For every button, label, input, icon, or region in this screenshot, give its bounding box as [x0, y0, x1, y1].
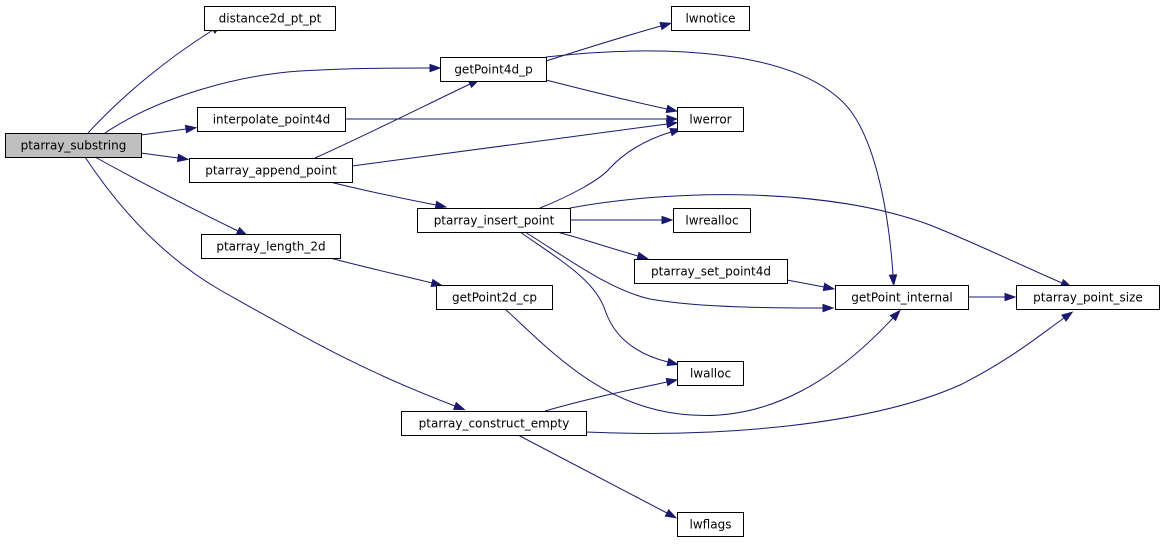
edge-ptarray_substring-to-ptarray_append_point: [140, 152, 190, 163]
arrowhead-icon: [184, 124, 198, 134]
node-box: [673, 208, 751, 233]
node-ptarray_append_point[interactable]: ptarray_append_point: [189, 158, 353, 183]
node-box: [1016, 285, 1160, 310]
arrowhead-icon: [636, 251, 650, 261]
node-box: [401, 411, 587, 436]
node-label: getPoint_internal: [851, 291, 953, 305]
edge-ptarray_construct_empty-to-lwalloc: [544, 377, 679, 412]
node-ptarray_set_point4d[interactable]: ptarray_set_point4d: [634, 259, 788, 284]
edge-getPoint_internal-to-ptarray_point_size: [968, 292, 1017, 302]
node-label: interpolate_point4d: [213, 113, 331, 127]
node-label: lwerror: [689, 113, 731, 127]
arrowhead-icon: [889, 309, 901, 322]
node-lwalloc[interactable]: lwalloc: [677, 361, 744, 386]
node-box: [677, 361, 744, 386]
node-box: [417, 208, 571, 233]
node-ptarray_length_2d[interactable]: ptarray_length_2d: [201, 234, 341, 259]
node-label: ptarray_set_point4d: [651, 265, 771, 279]
edge-ptarray_length_2d-to-getPoint2d_cp: [329, 257, 444, 288]
edge-getPoint4d_p-to-getPoint_internal: [545, 50, 898, 287]
edge-ptarray_substring-to-ptarray_construct_empty: [84, 156, 466, 411]
node-getPoint_internal[interactable]: getPoint_internal: [835, 285, 969, 310]
node-label: lwnotice: [685, 12, 735, 26]
node-box: [634, 259, 788, 284]
node-label: lwalloc: [690, 367, 731, 381]
arrowhead-icon: [822, 282, 836, 292]
edge-ptarray_substring-to-getPoint4d_p: [104, 63, 442, 134]
node-ptarray_point_size[interactable]: ptarray_point_size: [1016, 285, 1160, 310]
node-lwnotice[interactable]: lwnotice: [671, 6, 750, 31]
node-box: [5, 133, 142, 158]
node-label: ptarray_construct_empty: [419, 417, 570, 431]
edge-getPoint4d_p-to-lwerror: [545, 79, 679, 114]
edge-ptarray_set_point4d-to-getPoint_internal: [786, 279, 836, 292]
node-box: [677, 512, 744, 537]
arrowhead-icon: [888, 274, 898, 287]
node-distance2d_pt_pt[interactable]: distance2d_pt_pt: [204, 6, 336, 31]
node-getPoint2d_cp[interactable]: getPoint2d_cp: [436, 285, 553, 310]
node-label: ptarray_point_size: [1033, 291, 1143, 305]
arrowhead-icon: [429, 63, 442, 73]
node-box: [204, 6, 336, 31]
arrowhead-icon: [665, 377, 679, 387]
node-box: [197, 107, 346, 132]
arrowhead-icon: [822, 303, 835, 313]
edge-ptarray_construct_empty-to-lwflags: [517, 434, 678, 519]
node-label: ptarray_append_point: [205, 164, 337, 178]
arrowhead-icon: [1004, 292, 1017, 302]
node-lwrealloc[interactable]: lwrealloc: [673, 208, 751, 233]
edge-ptarray_insert_point-to-lwrealloc: [570, 215, 674, 225]
edge-ptarray_insert_point-to-ptarray_set_point4d: [556, 231, 650, 261]
node-lwflags[interactable]: lwflags: [677, 512, 744, 537]
node-box: [436, 285, 553, 310]
node-label: lwrealloc: [685, 214, 738, 228]
node-label: distance2d_pt_pt: [219, 12, 322, 26]
edge-ptarray_construct_empty-to-ptarray_point_size: [585, 311, 1074, 434]
edge-ptarray_insert_point-to-getPoint_internal: [524, 231, 835, 313]
node-interpolate_point4d[interactable]: interpolate_point4d: [197, 107, 346, 132]
node-lwerror[interactable]: lwerror: [677, 107, 744, 132]
arrowhead-icon: [453, 401, 466, 411]
node-box: [835, 285, 969, 310]
edge-interpolate_point4d-to-lwerror: [345, 114, 679, 124]
edge-ptarray_substring-to-interpolate_point4d: [140, 124, 198, 136]
arrowhead-icon: [661, 215, 674, 225]
node-box: [201, 234, 341, 259]
edge-getPoint2d_cp-to-getPoint_internal: [504, 308, 901, 416]
node-box: [189, 158, 353, 183]
node-ptarray_substring[interactable]: ptarray_substring: [5, 133, 142, 158]
arrowhead-icon: [666, 357, 680, 367]
node-getPoint4d_p[interactable]: getPoint4d_p: [440, 57, 547, 82]
arrowhead-icon: [665, 119, 679, 129]
arrowhead-icon: [664, 508, 678, 519]
edge-layer: [84, 21, 1074, 519]
node-label: lwflags: [690, 518, 732, 532]
node-label: ptarray_insert_point: [434, 214, 555, 228]
node-box: [440, 57, 547, 82]
arrowhead-icon: [434, 200, 448, 210]
node-label: getPoint4d_p: [454, 63, 532, 77]
arrowhead-icon: [665, 104, 679, 114]
arrowhead-icon: [659, 21, 673, 31]
node-label: ptarray_substring: [21, 139, 127, 153]
node-layer: ptarray_substring distance2d_pt_pt getPoin…: [5, 6, 1160, 537]
node-label: ptarray_length_2d: [216, 240, 325, 254]
edge-ptarray_append_point-to-lwerror: [351, 119, 679, 167]
node-label: getPoint2d_cp: [452, 291, 537, 305]
node-ptarray_insert_point[interactable]: ptarray_insert_point: [417, 208, 571, 233]
node-box: [671, 6, 750, 31]
edge-ptarray_append_point-to-ptarray_insert_point: [329, 181, 448, 210]
edge-ptarray_insert_point-to-lwalloc: [519, 231, 680, 367]
arrowhead-icon: [176, 153, 190, 163]
edge-getPoint4d_p-to-lwnotice: [545, 21, 673, 62]
arrowhead-icon: [1061, 311, 1074, 322]
edge-ptarray_insert_point-to-lwerror: [539, 128, 682, 209]
node-box: [677, 107, 744, 132]
node-ptarray_construct_empty[interactable]: ptarray_construct_empty: [401, 411, 587, 436]
